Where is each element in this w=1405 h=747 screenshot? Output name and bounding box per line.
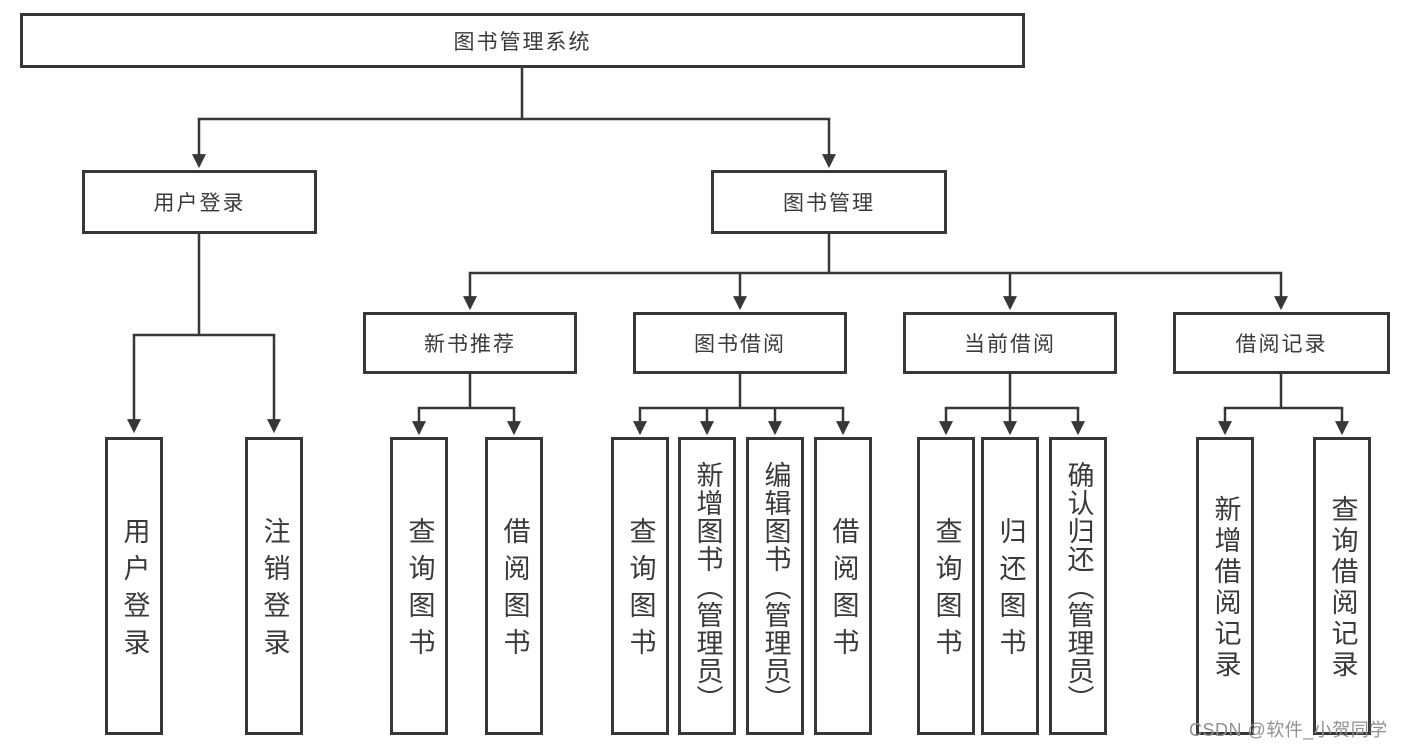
leaf-logout: 注销登录 — [245, 437, 303, 735]
node-current-borrowing-label: 当前借阅 — [964, 333, 1056, 356]
leaf-add-borrow-record: 新增借阅记录 — [1196, 437, 1254, 735]
leaf-borrow-books: 借阅图书 — [814, 437, 872, 735]
node-book-management: 图书管理 — [711, 170, 947, 234]
leaf-recommend-search-books-label: 查询图书 — [404, 517, 435, 665]
node-borrowing-records-label: 借阅记录 — [1235, 333, 1328, 356]
node-new-book-recommend-label: 新书推荐 — [424, 333, 516, 356]
leaf-search-borrow-record: 查询借阅记录 — [1313, 437, 1371, 735]
leaf-edit-books-admin-label: 编辑图书（管理员） — [760, 460, 791, 713]
leaf-return-books: 归还图书 — [981, 437, 1039, 735]
leaf-confirm-return-admin-label: 确认归还（管理员） — [1063, 460, 1094, 713]
node-user-login: 用户登录 — [82, 170, 317, 234]
node-user-login-label: 用户登录 — [153, 192, 246, 215]
leaf-current-search-books-label: 查询图书 — [931, 517, 962, 665]
leaf-borrow-search-books: 查询图书 — [611, 437, 669, 735]
connector-arrows — [127, 119, 1349, 436]
leaf-edit-books-admin: 编辑图书（管理员） — [746, 437, 804, 735]
node-book-borrowing: 图书借阅 — [633, 312, 847, 374]
leaf-borrow-books-label: 借阅图书 — [828, 517, 859, 665]
leaf-recommend-borrow-books-label: 借阅图书 — [499, 517, 530, 665]
leaf-logout-label: 注销登录 — [259, 517, 290, 665]
node-current-borrowing: 当前借阅 — [903, 312, 1117, 374]
leaf-return-books-label: 归还图书 — [995, 517, 1026, 665]
node-borrowing-records: 借阅记录 — [1173, 312, 1390, 374]
leaf-search-borrow-record-label: 查询借阅记录 — [1327, 495, 1358, 681]
node-book-borrowing-label: 图书借阅 — [694, 333, 786, 356]
node-book-management-label: 图书管理 — [783, 192, 875, 215]
watermark: CSDN @软件_小贺同学 — [1189, 720, 1388, 740]
node-library-management-system-label: 图书管理系统 — [453, 30, 592, 54]
leaf-add-borrow-record-label: 新增借阅记录 — [1210, 495, 1241, 681]
leaf-current-search-books: 查询图书 — [917, 437, 975, 735]
leaf-confirm-return-admin: 确认归还（管理员） — [1049, 437, 1107, 735]
node-new-book-recommend: 新书推荐 — [363, 312, 577, 374]
leaf-recommend-search-books: 查询图书 — [390, 437, 448, 735]
leaf-add-books-admin: 新增图书（管理员） — [678, 437, 736, 735]
leaf-borrow-search-books-label: 查询图书 — [625, 517, 656, 665]
leaf-user-login-label: 用户登录 — [119, 517, 150, 665]
connector-trunks — [132, 65, 1344, 410]
leaf-add-books-admin-label: 新增图书（管理员） — [692, 460, 723, 713]
leaf-user-login: 用户登录 — [105, 437, 163, 735]
node-library-management-system: 图书管理系统 — [20, 13, 1025, 68]
leaf-recommend-borrow-books: 借阅图书 — [485, 437, 543, 735]
